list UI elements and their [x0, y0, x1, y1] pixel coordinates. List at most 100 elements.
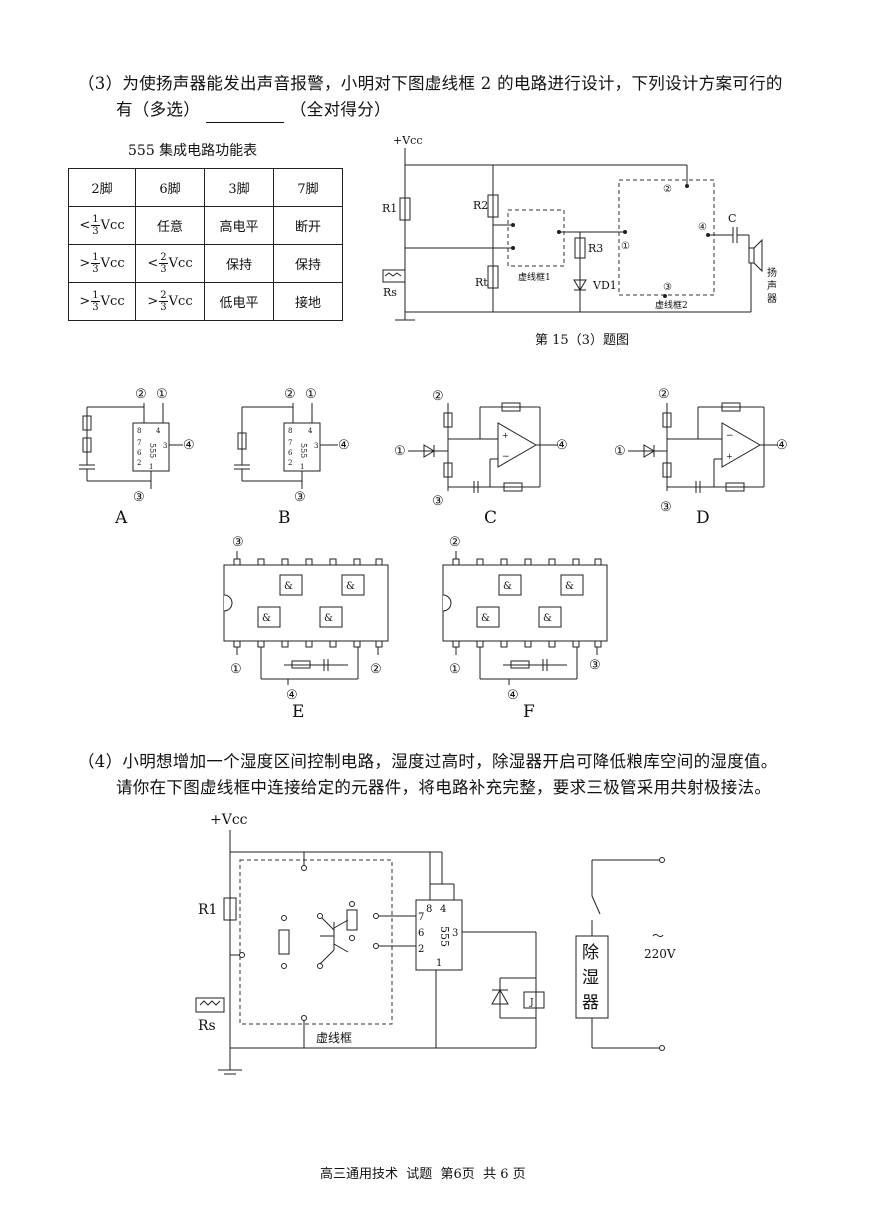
nand-gate — [279, 574, 303, 596]
cell-pin7: 保持 — [273, 244, 343, 283]
vcc-label: +Vcc — [393, 134, 422, 147]
rs-sensor — [382, 269, 406, 283]
svg-text:①: ① — [394, 444, 406, 459]
n1-label: ① — [621, 241, 630, 252]
svg-text:④: ④ — [286, 688, 298, 703]
q4-line2: 请你在下图虚线框中连接给定的元器件，将电路补充完整，要求三极管采用共射极接法。 — [116, 778, 772, 797]
rt-label: Rt — [475, 276, 488, 289]
rs-label: Rs — [383, 286, 397, 299]
nand-gate — [319, 606, 343, 628]
q3-line2: 有（多选）（全对得分） — [116, 97, 391, 123]
n2-label: ② — [663, 184, 672, 195]
option-f-diagram: ② & & & & ① ③ ④ F — [442, 535, 608, 722]
rt-resistor — [487, 265, 499, 289]
nand-gate — [538, 606, 562, 628]
svg-text:&: & — [565, 581, 574, 592]
svg-text:器: 器 — [582, 993, 599, 1013]
resistor-icon — [82, 415, 92, 431]
relay-label: J — [529, 998, 534, 1008]
nand-gate — [341, 574, 365, 596]
svg-text:2: 2 — [418, 944, 424, 955]
cell-pin7: 断开 — [273, 206, 343, 245]
terminal-2 — [685, 184, 689, 188]
cell-pin3: 高电平 — [204, 206, 274, 245]
option-e-diagram: ③ & & & & ① ② ④ E — [223, 535, 389, 722]
q4-line1: （4）小明想增加一个湿度区间控制电路，湿度过高时，除湿器开启可降低粮库空间的湿度… — [78, 752, 778, 771]
svg-text:4: 4 — [440, 904, 446, 915]
option-a-label[interactable]: A — [114, 508, 128, 528]
option-d-diagram: ② ① −+ ④ ③ D — [614, 387, 788, 528]
nand-gate — [257, 606, 281, 628]
svg-text:④: ④ — [776, 438, 788, 453]
opamp-icon — [721, 422, 761, 468]
svg-text:&: & — [284, 581, 293, 592]
svg-text:③: ③ — [294, 490, 306, 505]
svg-text:1: 1 — [436, 958, 442, 969]
relay-coil — [523, 991, 545, 1009]
svg-text:③: ③ — [133, 490, 145, 505]
chip-body — [223, 564, 389, 642]
answer-blank[interactable] — [206, 105, 284, 123]
svg-text:①: ① — [449, 662, 461, 677]
dashed-box-2 — [618, 179, 715, 296]
svg-text:6: 6 — [418, 928, 424, 939]
svg-text:3: 3 — [452, 928, 458, 939]
page-footer: 高三通用技术 试题 第6页 共 6 页 — [320, 1167, 526, 1182]
speaker-icon — [748, 247, 755, 264]
dashed-box-1 — [507, 209, 565, 267]
r3-resistor — [574, 237, 586, 259]
r1-label: R1 — [198, 902, 217, 918]
resistor-icon — [82, 437, 92, 453]
svg-text:①: ① — [230, 662, 242, 677]
c-label: C — [728, 212, 736, 225]
svg-text:+: + — [726, 452, 733, 461]
cell-pin7: 接地 — [273, 282, 343, 321]
svg-text:③: ③ — [232, 535, 244, 550]
header-pin2: 2脚 — [68, 168, 136, 207]
cell-pin3: 保持 — [204, 244, 274, 283]
dashed-box[interactable] — [239, 859, 393, 1025]
option-f-label[interactable]: F — [523, 702, 535, 722]
header-pin3: 3脚 — [204, 168, 274, 207]
svg-text:8: 8 — [426, 904, 432, 915]
chip-body — [442, 564, 608, 642]
q3-line2-post: （全对得分） — [290, 100, 391, 119]
svg-text:②: ② — [432, 389, 444, 404]
box2-label: 虚线框2 — [655, 299, 688, 311]
svg-text:&: & — [543, 613, 552, 624]
svg-text:②: ② — [284, 387, 296, 402]
svg-text:+: + — [502, 431, 509, 440]
svg-text:−: − — [502, 452, 510, 462]
rs-sensor — [195, 997, 225, 1013]
dehumidifier-label: 除 — [582, 943, 599, 963]
vd1-label: VD1 — [592, 279, 617, 292]
svg-text:555: 555 — [148, 443, 157, 458]
option-e-label[interactable]: E — [292, 702, 304, 722]
svg-text:④: ④ — [338, 438, 350, 453]
svg-text:①: ① — [156, 387, 168, 402]
svg-text:③: ③ — [589, 658, 601, 673]
resistor-icon — [503, 482, 523, 492]
svg-text:8: 8 — [137, 427, 141, 435]
svg-text:7: 7 — [137, 439, 141, 447]
option-d-label[interactable]: D — [696, 508, 710, 528]
resistor-icon — [662, 462, 672, 478]
resistor-icon — [721, 402, 741, 412]
diode-icon — [643, 444, 655, 458]
svg-text:3: 3 — [163, 442, 167, 450]
option-b-label[interactable]: B — [278, 508, 291, 528]
r3-label: R3 — [588, 242, 603, 255]
option-c-label[interactable]: C — [484, 508, 497, 528]
figure-caption: 第 15（3）题图 — [535, 333, 629, 348]
header-pin7: 7脚 — [273, 168, 343, 207]
svg-text:湿: 湿 — [582, 968, 599, 988]
svg-text:1: 1 — [300, 463, 304, 471]
table-title: 555 集成电路功能表 — [128, 143, 258, 159]
svg-text:&: & — [324, 613, 333, 624]
nand-gate — [476, 606, 500, 628]
